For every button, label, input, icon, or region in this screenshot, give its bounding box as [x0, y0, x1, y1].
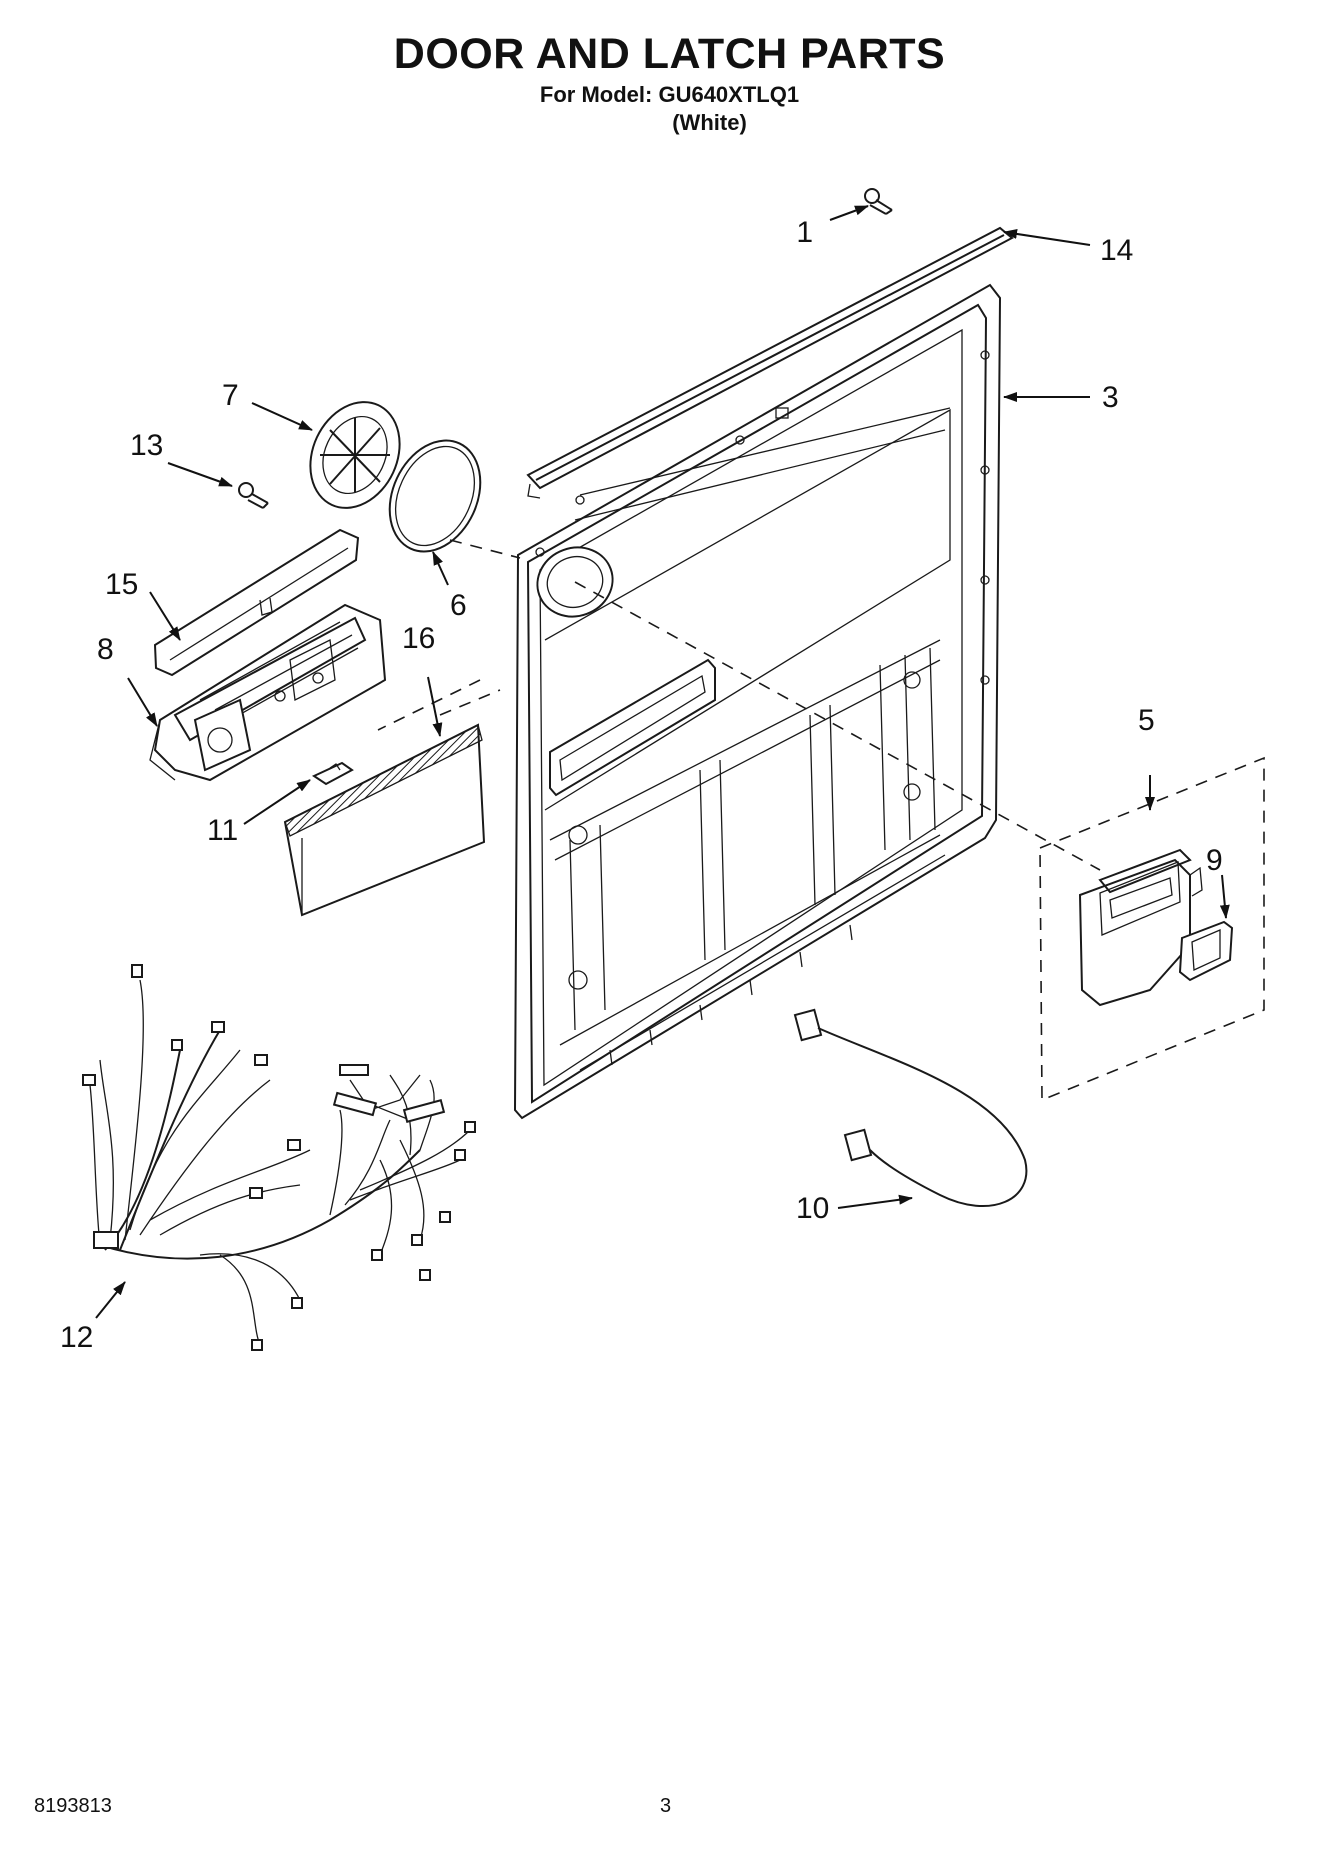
- callout-5: 5: [1138, 704, 1155, 737]
- callout-11: 11: [207, 814, 238, 847]
- color-subtitle: (White): [672, 110, 747, 135]
- callout-12: 12: [60, 1321, 93, 1354]
- part-5-vent-assembly-group: [1039, 756, 1265, 1102]
- part-12-wiring-harness: [82, 964, 476, 1351]
- part-14-top-trim: [526, 226, 1014, 499]
- callout-13: 13: [130, 429, 163, 462]
- part-7-vent-cap: [309, 401, 401, 509]
- part-11-clip: [311, 761, 354, 786]
- part-9-gasket: [1178, 920, 1234, 982]
- assembly-dashed-lines: [377, 539, 1101, 871]
- callout-16: 16: [402, 622, 435, 655]
- callout-6: 6: [450, 589, 467, 622]
- callout-8: 8: [97, 633, 114, 666]
- part-6-gasket: [388, 439, 482, 553]
- callout-7: 7: [222, 379, 239, 412]
- callout-14: 14: [1100, 234, 1133, 267]
- callout-3: 3: [1102, 381, 1119, 414]
- part-16-shield: [283, 723, 486, 917]
- model-subtitle: For Model: GU640XTLQ1: [539, 82, 800, 107]
- part-3-inner-door: [513, 283, 1002, 1120]
- page-number: 3: [660, 1795, 672, 1817]
- part-1-screw: [864, 188, 893, 215]
- page-title: DOOR AND LATCH PARTS: [393, 30, 946, 78]
- part-13-screw: [238, 482, 269, 509]
- callout-10: 10: [796, 1192, 829, 1225]
- part-15-latch-cover: [153, 528, 360, 677]
- part-8-latch-assembly: [149, 603, 387, 782]
- callout-9: 9: [1206, 844, 1223, 877]
- callout-1: 1: [796, 216, 813, 249]
- callout-leaders: [95, 205, 1230, 1319]
- callout-15: 15: [105, 568, 138, 601]
- document-number: 8193813: [34, 1795, 112, 1817]
- part-10-wire-connector: [793, 1008, 1028, 1208]
